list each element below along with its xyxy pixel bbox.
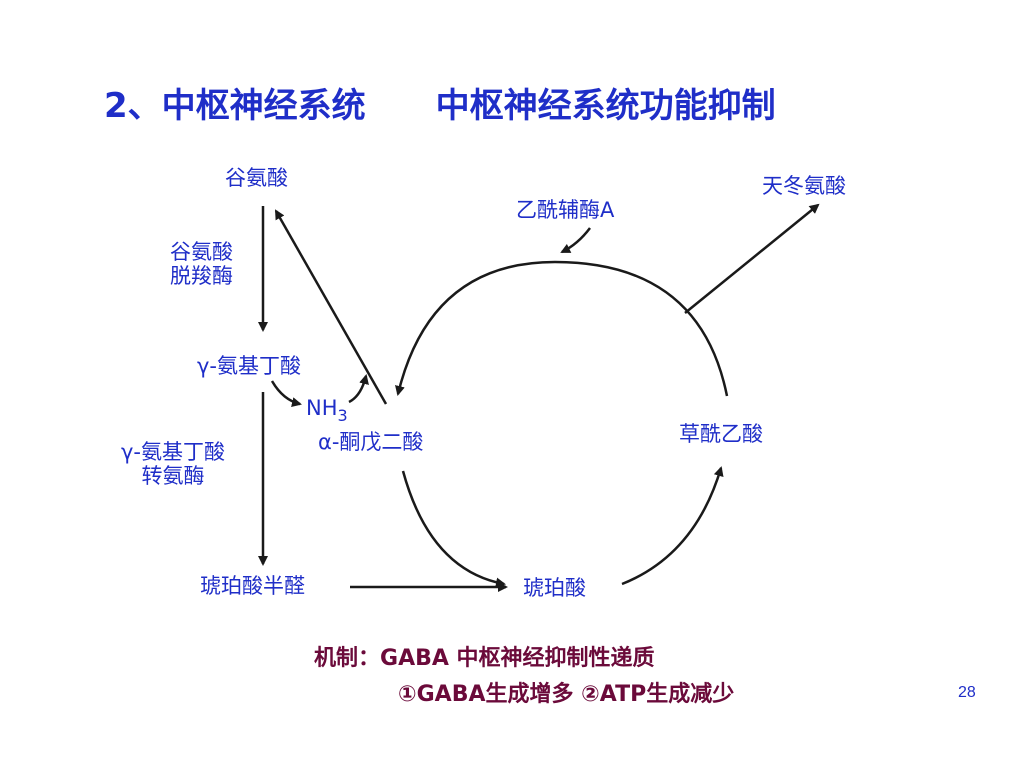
enzyme-gaba-transaminase: γ-氨基丁酸 转氨酶 xyxy=(121,440,225,488)
arrow-gaba-to-nh3 xyxy=(270,380,302,408)
enzyme-gaba-t-line1: γ-氨基丁酸 xyxy=(121,440,226,464)
cycle-arc-bottom-left xyxy=(401,470,506,588)
arrow-to-aspartate xyxy=(684,203,820,314)
node-alpha-ketoglutarate: α-酮戊二酸 xyxy=(318,430,424,454)
arrow-nh3-to-akg xyxy=(348,374,369,404)
enzyme-gad: 谷氨酸 脱羧酶 xyxy=(170,240,233,288)
arrow-akg-to-glu xyxy=(274,209,388,405)
enzyme-gad-line2: 脱羧酶 xyxy=(170,264,233,288)
cycle-arc-top-left xyxy=(395,260,556,396)
node-gaba: γ-氨基丁酸 xyxy=(197,354,302,378)
node-aspartate: 天冬氨酸 xyxy=(762,174,846,198)
enzyme-gad-line1: 谷氨酸 xyxy=(170,240,233,264)
slide-title: 2、中枢神经系统 中枢神经系统功能抑制 xyxy=(104,78,776,127)
title-left: 2、中枢神经系统 xyxy=(104,86,366,126)
cycle-arc-bottom-right xyxy=(621,466,724,586)
node-glutamate: 谷氨酸 xyxy=(225,166,288,190)
nh3-main: NH xyxy=(306,396,338,420)
cycle-arc-top-right xyxy=(554,260,729,397)
mechanism-label: 机制： xyxy=(314,646,381,671)
mechanism-line1: 机制：GABA 中枢神经抑制性递质 xyxy=(314,640,655,672)
mechanism-text-1: GABA 中枢神经抑制性递质 xyxy=(380,646,655,671)
node-succinic-semialdehyde: 琥珀酸半醛 xyxy=(200,574,305,598)
enzyme-gaba-t-line2: 转氨酶 xyxy=(141,464,205,488)
node-acetyl-coa: 乙酰辅酶A xyxy=(516,198,615,222)
title-right: 中枢神经系统功能抑制 xyxy=(435,86,776,126)
node-oxaloacetate: 草酰乙酸 xyxy=(679,422,763,446)
node-nh3: NH3 xyxy=(306,396,348,428)
nh3-subscript: 3 xyxy=(337,406,348,425)
node-succinate: 琥珀酸 xyxy=(523,576,586,600)
mechanism-line2: ①GABA生成增多 ②ATP生成减少 xyxy=(398,682,735,707)
page-number: 28 xyxy=(958,684,976,701)
arrow-acetylcoa-entry xyxy=(560,227,591,254)
